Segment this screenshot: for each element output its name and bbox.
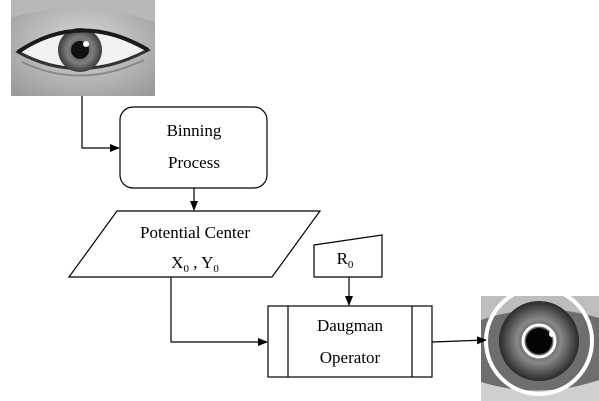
daugman-label-line2: Operator: [320, 348, 381, 367]
edge-daugman-to-output: [431, 336, 487, 345]
output-eye-image: [481, 296, 599, 401]
binning-label-line1: Binning: [167, 121, 222, 140]
potential-center-label: Potential Center: [140, 223, 250, 242]
center-coordinates-label: X0 , Y0: [171, 253, 219, 275]
binning-label-line2: Process: [168, 153, 220, 172]
daugman-label-line1: Daugman: [317, 316, 384, 335]
edge-center-to-daugman: [170, 277, 268, 346]
r0-input-node: R0: [313, 234, 383, 278]
r0-label: R0: [337, 249, 354, 271]
pupil-boundary-circle: [521, 323, 557, 359]
potential-center-node: Potential Center X0 , Y0: [67, 210, 322, 278]
daugman-operator-node: Daugman Operator: [267, 305, 433, 378]
input-eye-image: [11, 0, 155, 96]
binning-process-node: Binning Process: [119, 106, 268, 189]
edge-input-to-binning: [81, 96, 120, 152]
